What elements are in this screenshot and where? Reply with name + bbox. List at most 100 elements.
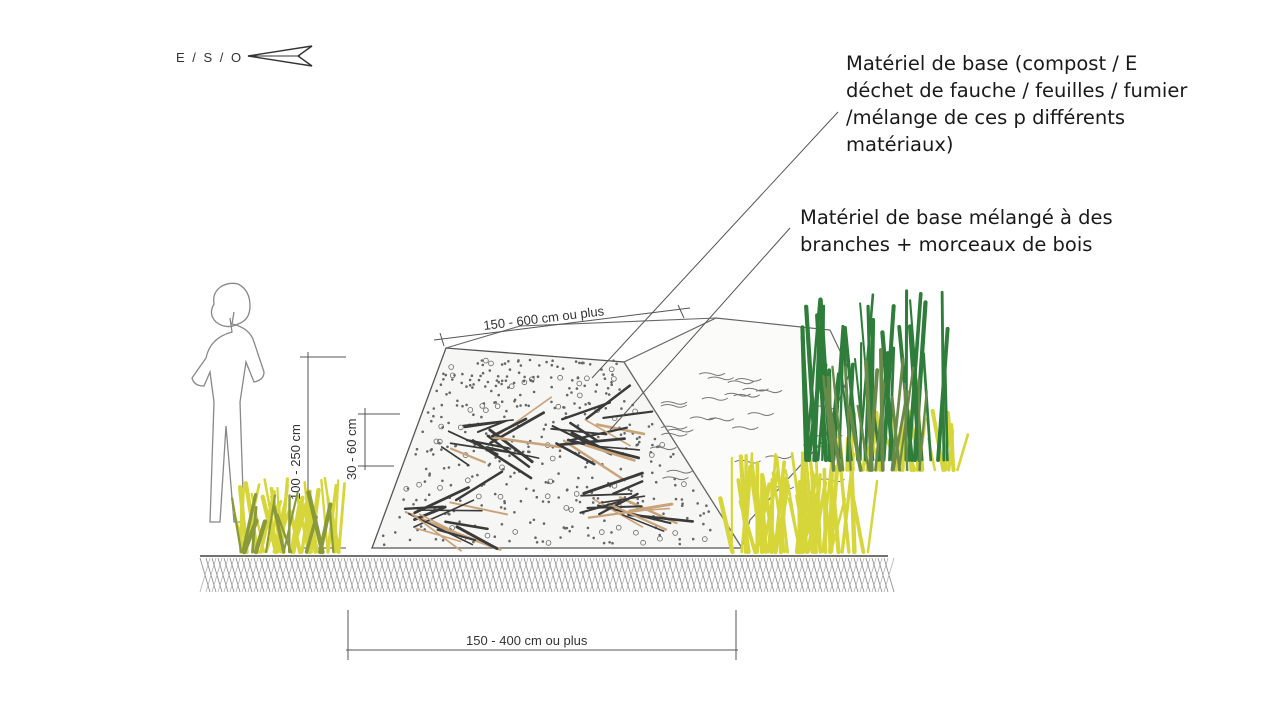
speckle	[529, 359, 531, 361]
speckle	[553, 421, 555, 423]
speckle	[473, 414, 475, 416]
speckle	[409, 539, 411, 541]
grass-blade	[745, 456, 746, 552]
speckle	[449, 392, 451, 394]
speckle	[608, 394, 610, 396]
speckle	[525, 404, 527, 406]
speckle	[514, 400, 516, 402]
speckle	[504, 363, 506, 365]
speckle	[516, 406, 518, 408]
speckle	[604, 520, 606, 522]
speckle	[587, 527, 589, 529]
speckle	[596, 384, 598, 386]
speckle	[612, 374, 614, 376]
speckle	[613, 360, 615, 362]
speckle	[447, 446, 449, 448]
speckle	[446, 393, 448, 395]
speckle	[471, 476, 473, 478]
speckle	[574, 403, 576, 405]
speckle	[432, 454, 434, 456]
height-label: 100 - 250 cm	[288, 424, 303, 500]
speckle	[424, 481, 426, 483]
speckle	[484, 386, 486, 388]
speckle	[675, 498, 677, 500]
speckle	[575, 361, 577, 363]
speckle	[513, 382, 515, 384]
speckle	[681, 505, 683, 507]
speckle	[442, 539, 444, 541]
speckle	[504, 508, 506, 510]
speckle	[636, 438, 638, 440]
speckle	[488, 465, 490, 467]
speckle	[482, 372, 484, 374]
speckle	[557, 366, 559, 368]
speckle	[597, 498, 599, 500]
speckle	[546, 361, 548, 363]
speckle	[548, 501, 550, 503]
speckle	[648, 426, 650, 428]
speckle	[700, 515, 702, 517]
speckle	[495, 385, 497, 387]
mixed-material-annotation: Matériel de base mélangé à des branches …	[800, 204, 1220, 258]
speckle	[708, 511, 710, 513]
speckle	[651, 423, 653, 425]
speckle	[496, 380, 498, 382]
speckle	[576, 388, 578, 390]
speckle	[459, 521, 461, 523]
speckle	[506, 410, 508, 412]
speckle	[679, 538, 681, 540]
speckle	[584, 385, 586, 387]
branch-layer-label: 30 - 60 cm	[344, 419, 359, 480]
speckle	[510, 476, 512, 478]
speckle	[420, 526, 422, 528]
speckle	[533, 391, 535, 393]
speckle	[560, 537, 562, 539]
speckle	[442, 427, 444, 429]
speckle	[473, 384, 475, 386]
speckle	[551, 364, 553, 366]
speckle	[611, 381, 613, 383]
speckle	[562, 368, 564, 370]
speckle	[499, 460, 501, 462]
speckle	[541, 436, 543, 438]
speckle	[466, 386, 468, 388]
speckle	[659, 534, 661, 536]
speckle	[569, 387, 571, 389]
speckle	[583, 362, 585, 364]
speckle	[430, 420, 432, 422]
speckle	[501, 380, 503, 382]
speckle	[569, 530, 571, 532]
speckle	[458, 464, 460, 466]
speckle	[638, 441, 640, 443]
speckle	[451, 379, 453, 381]
speckle	[592, 502, 594, 504]
speckle	[612, 542, 614, 544]
speckle	[466, 404, 468, 406]
speckle	[551, 401, 553, 403]
speckle	[427, 412, 429, 414]
speckle	[413, 503, 415, 505]
speckle	[637, 498, 639, 500]
speckle	[639, 436, 641, 438]
speckle	[533, 519, 535, 521]
speckle	[659, 465, 661, 467]
speckle	[706, 505, 708, 507]
speckle	[623, 400, 625, 402]
speckle	[571, 392, 573, 394]
speckle	[520, 365, 522, 367]
speckle	[597, 436, 599, 438]
speckle	[422, 431, 424, 433]
speckle	[518, 372, 520, 374]
speckle	[545, 424, 547, 426]
speckle	[703, 513, 705, 515]
speckle	[670, 456, 672, 458]
speckle	[459, 500, 461, 502]
speckle	[604, 378, 606, 380]
speckle	[394, 532, 396, 534]
speckle	[578, 477, 580, 479]
speckle	[559, 450, 561, 452]
speckle	[528, 446, 530, 448]
speckle	[433, 408, 435, 410]
speckle	[509, 455, 511, 457]
speckle	[565, 413, 567, 415]
